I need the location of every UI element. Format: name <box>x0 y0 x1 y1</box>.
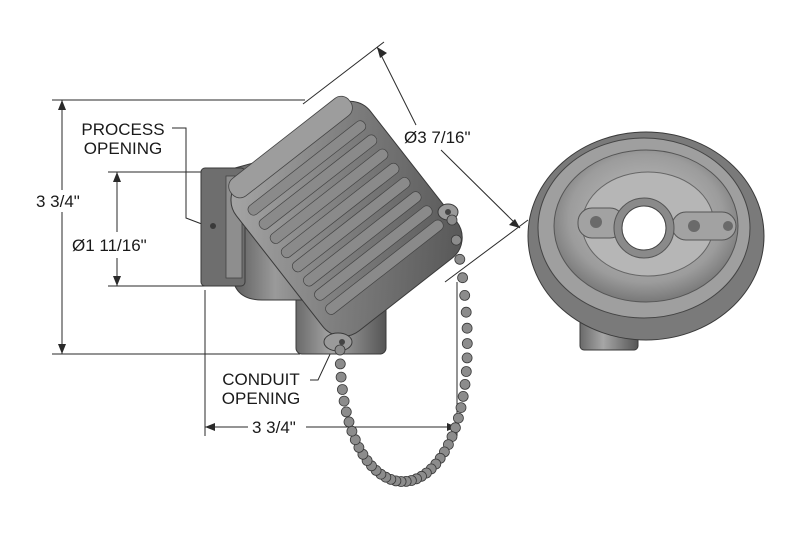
conduit-opening-line-1: CONDUIT <box>222 370 300 389</box>
process-diameter-dimension: Ø1 11/16" <box>72 236 147 255</box>
overall-height-dimension: 3 3/4" <box>36 192 80 211</box>
chain-bead <box>335 371 347 383</box>
chain-bead <box>334 344 346 356</box>
chain-bead <box>450 234 462 246</box>
head-side-view <box>200 95 463 355</box>
chain-bead <box>461 352 473 364</box>
chain-bead <box>459 378 471 390</box>
chain-bead <box>334 358 346 370</box>
chain-bead <box>454 253 466 265</box>
chain-bead <box>446 214 458 226</box>
process-opening-label: PROCESS OPENING <box>74 120 172 158</box>
overall-width-dimension: 3 3/4" <box>252 418 296 437</box>
chain-bead <box>457 272 469 284</box>
bead-chain <box>334 214 473 487</box>
cover-diameter-dimension: Ø3 7/16" <box>404 128 471 147</box>
chain-bead <box>336 384 348 395</box>
chain-bead <box>460 366 472 377</box>
chain-bead <box>338 395 350 407</box>
head-top-view <box>527 131 765 351</box>
chain-bead <box>346 425 358 437</box>
chain-bead <box>343 416 355 428</box>
chain-bead <box>449 422 461 434</box>
chain-bead <box>461 338 473 349</box>
process-opening-line-1: PROCESS <box>81 120 165 139</box>
chain-bead <box>340 406 352 418</box>
chain-bead <box>461 322 473 334</box>
chain-bead <box>457 390 469 402</box>
chain-bead <box>455 402 467 414</box>
process-opening-line-2: OPENING <box>83 139 163 158</box>
chain-bead <box>459 289 471 301</box>
conduit-opening-label: CONDUIT OPENING <box>212 370 310 408</box>
chain-bead <box>452 412 464 424</box>
chain-bead <box>460 306 472 318</box>
conduit-opening-line-2: OPENING <box>221 389 301 408</box>
